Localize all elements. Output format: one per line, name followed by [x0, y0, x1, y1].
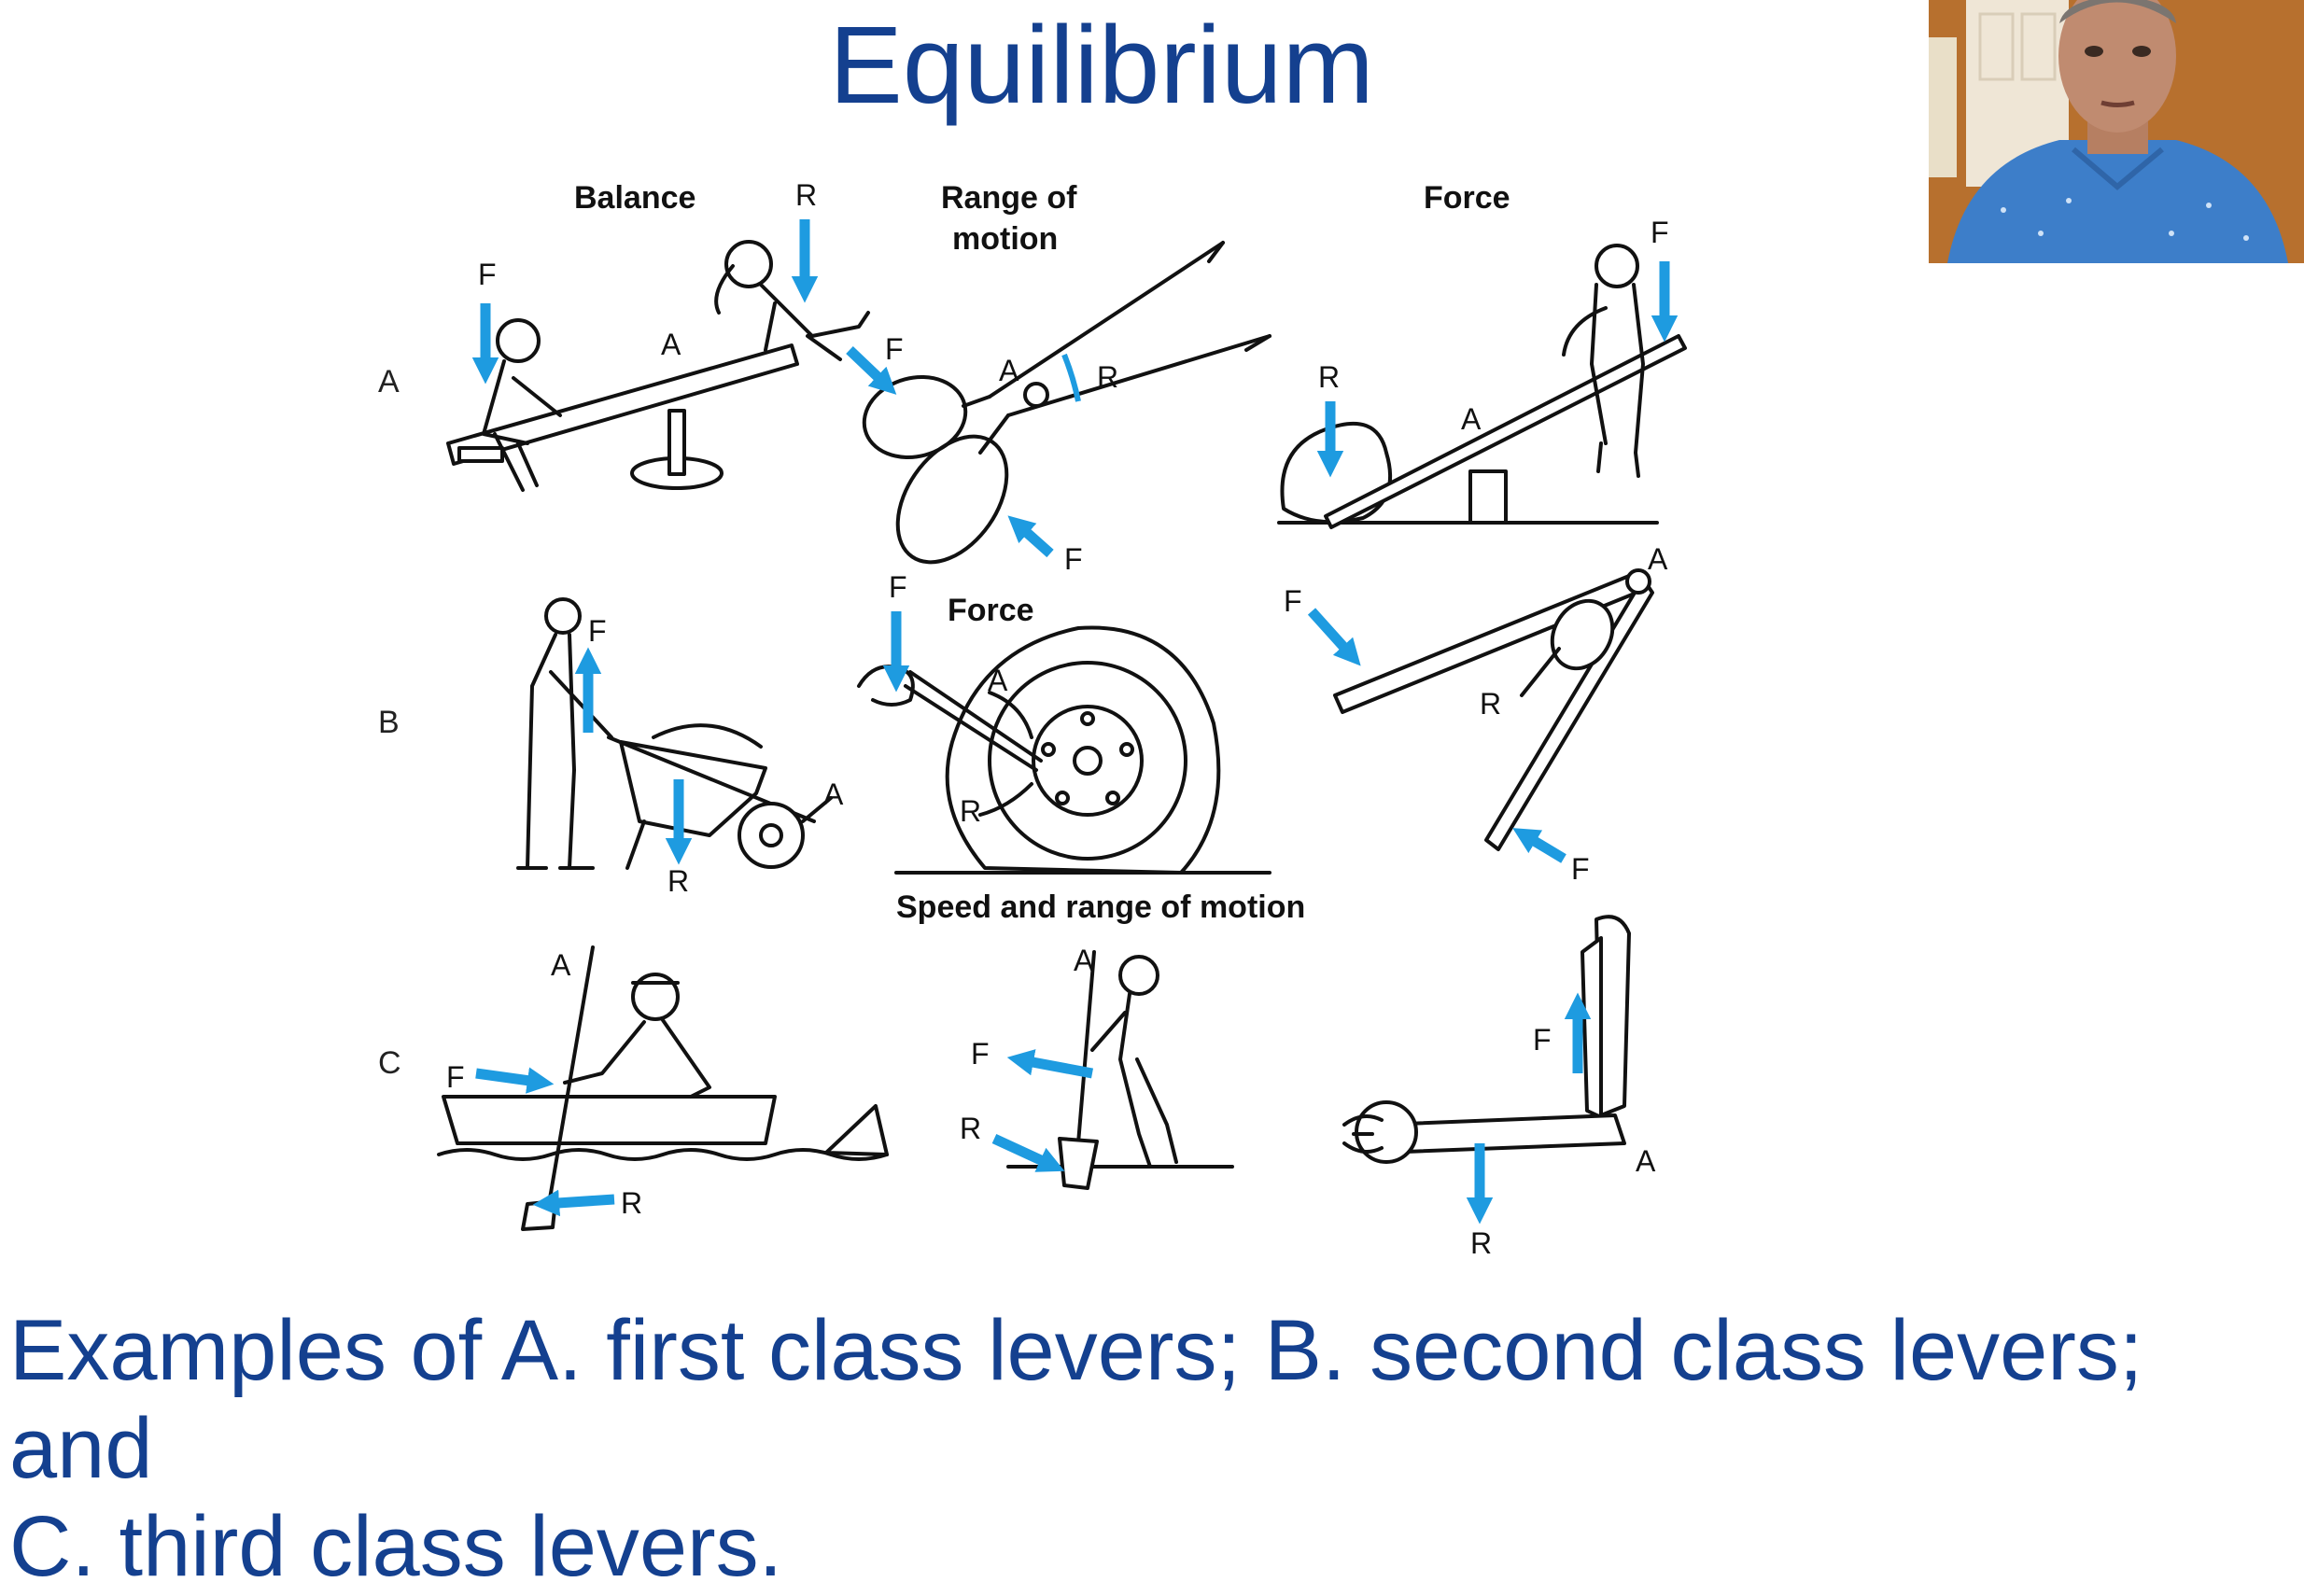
label-r-arm: R	[1470, 1226, 1492, 1260]
label-f-scissors-top: F	[885, 332, 904, 366]
label-f-nutcracker-bottom: F	[1571, 852, 1590, 886]
label-f-wheelbarrow: F	[588, 614, 607, 648]
row-label-c: C	[378, 1045, 401, 1081]
arrow-f-scissors-bottom	[1007, 515, 1054, 558]
label-a-canoe: A	[551, 948, 571, 982]
label-r-wheelbarrow: R	[667, 864, 689, 898]
arrow-f-scissors-top	[846, 346, 897, 395]
label-a-rock: A	[1461, 402, 1482, 436]
label-f-canoe: F	[446, 1060, 465, 1094]
header-force-mid: Force	[948, 593, 1034, 628]
row-label-a: A	[378, 364, 400, 399]
arrow-f-shovel	[1006, 1049, 1094, 1079]
label-r-seesaw: R	[795, 178, 817, 212]
wheelbarrow-drawing	[516, 597, 833, 870]
label-f-rock: F	[1651, 216, 1669, 249]
label-r-wrench: R	[960, 794, 981, 828]
header-speed: Speed and range of motion	[896, 889, 1305, 925]
slide-title: Equilibrium	[829, 4, 1374, 127]
label-r-canoe: R	[621, 1186, 642, 1220]
header-range-line1: Range of	[941, 180, 1077, 216]
label-f-seesaw: F	[478, 258, 497, 291]
caption-line-2: C. third class levers.	[9, 1498, 783, 1594]
tire-wrench-drawing	[857, 625, 1271, 875]
header-balance: Balance	[574, 180, 695, 216]
arrow-f-canoe	[475, 1067, 555, 1094]
label-f-nutcracker-top: F	[1284, 584, 1302, 618]
arrow-r-canoe	[532, 1189, 615, 1217]
label-a-scissors: A	[999, 354, 1019, 387]
arrow-f-nutcracker-bottom	[1512, 828, 1566, 863]
arrow-f-nutcracker-top	[1307, 608, 1361, 666]
label-a-wheelbarrow: A	[823, 777, 844, 811]
label-a-shovel: A	[1074, 944, 1094, 977]
presenter-webcam-thumbnail	[1929, 0, 2304, 263]
canoe-paddler-drawing	[437, 945, 889, 1231]
label-r-nutcracker: R	[1480, 687, 1501, 721]
caption-line-1: Examples of A. first class levers; B. se…	[9, 1303, 2143, 1496]
nutcracker-drawing	[1333, 568, 1654, 851]
slide-caption: Examples of A. first class levers; B. se…	[9, 1302, 2287, 1596]
row-label-b: B	[378, 705, 400, 740]
rock-lever-drawing	[1277, 244, 1687, 529]
label-a-seesaw: A	[661, 328, 681, 361]
label-f-scissors-bottom: F	[1064, 542, 1083, 576]
label-f-shovel: F	[971, 1037, 990, 1071]
label-a-wrench: A	[988, 664, 1008, 697]
lever-illustration: A B C Balance Range of motion Force Forc…	[378, 178, 1687, 1260]
seesaw-children-drawing	[446, 240, 870, 492]
scissors-drawing	[862, 241, 1271, 565]
label-r-shovel: R	[960, 1112, 981, 1145]
header-range-line2: motion	[952, 221, 1058, 257]
label-f-wrench: F	[889, 570, 907, 604]
label-r-scissors: R	[1097, 360, 1118, 394]
forearm-ball-drawing	[1342, 915, 1631, 1164]
label-r-rock: R	[1318, 360, 1340, 394]
label-a-nutcracker: A	[1648, 542, 1668, 576]
arrow-r-shovel	[991, 1134, 1065, 1172]
presenter-video-frame	[1929, 0, 2304, 263]
label-f-arm: F	[1533, 1023, 1552, 1057]
header-force-top: Force	[1424, 180, 1510, 216]
shovel-digger-drawing	[1006, 950, 1234, 1190]
label-a-arm: A	[1636, 1144, 1656, 1178]
